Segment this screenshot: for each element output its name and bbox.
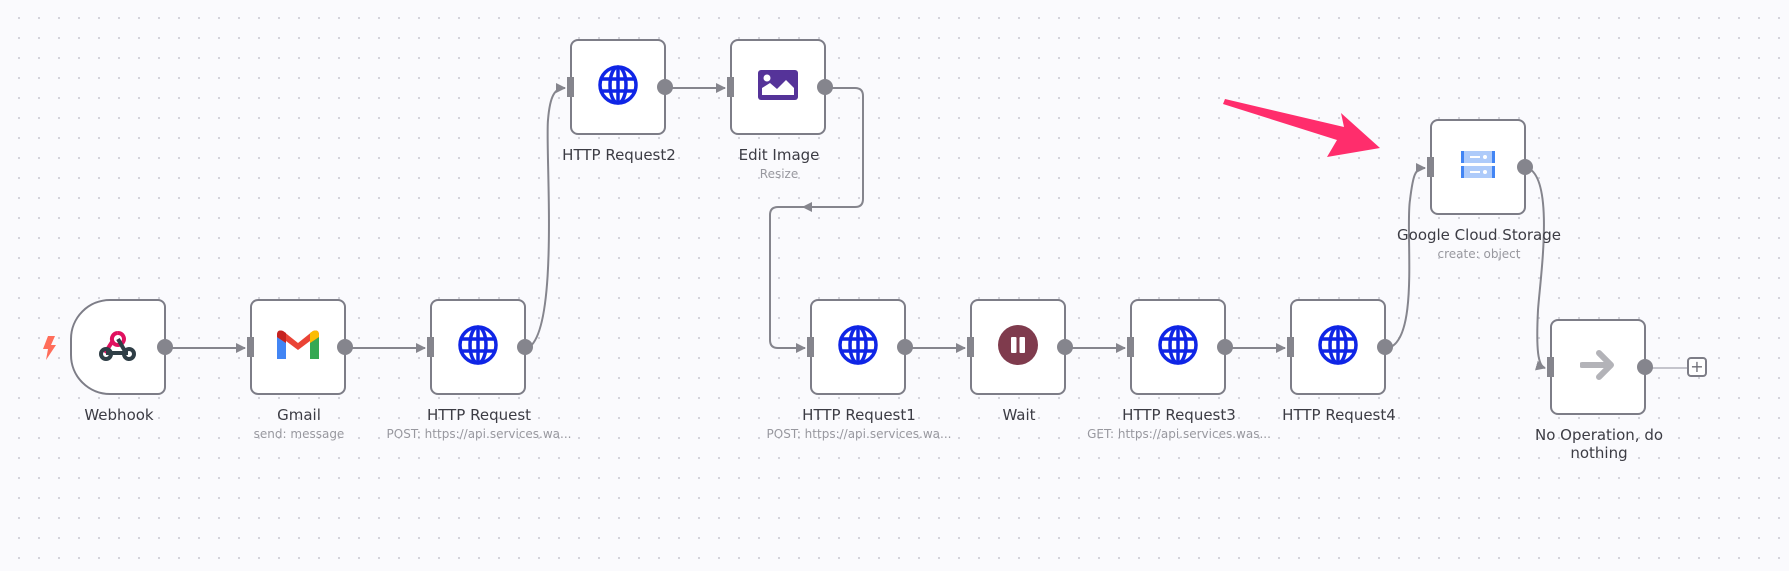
edge-editimage-http1[interactable] — [769, 87, 864, 353]
node-google-cloud-storage[interactable] — [1427, 119, 1533, 215]
node-label: HTTP Request2 — [509, 146, 729, 164]
pause-icon — [998, 325, 1038, 369]
node-subtitle: Resize — [759, 167, 799, 181]
output-handle[interactable] — [817, 79, 833, 95]
edge-direction-marker — [802, 202, 812, 212]
output-handle[interactable] — [1057, 339, 1073, 355]
globe-icon — [837, 324, 879, 370]
cloud-storage-icon — [1461, 151, 1495, 183]
node-http-request1[interactable] — [807, 299, 913, 395]
output-handle[interactable] — [897, 339, 913, 355]
node-title: HTTP Request3 — [1122, 406, 1236, 424]
output-handle[interactable] — [1517, 159, 1533, 175]
output-handle[interactable] — [657, 79, 673, 95]
input-handle[interactable] — [967, 337, 974, 357]
edge-http-http2[interactable] — [527, 83, 566, 349]
input-handle[interactable] — [727, 77, 734, 97]
node-title: No Operation, do nothing — [1534, 426, 1664, 462]
input-handle[interactable] — [1427, 157, 1434, 177]
plus-icon: + — [1690, 357, 1704, 376]
globe-icon — [457, 324, 499, 370]
node-edit-image[interactable] — [727, 39, 833, 135]
input-handle[interactable] — [247, 337, 254, 357]
node-title: HTTP Request — [426, 406, 532, 424]
node-http-request4[interactable] — [1287, 299, 1393, 395]
input-handle[interactable] — [1127, 337, 1134, 357]
node-http-request2[interactable] — [567, 39, 673, 135]
input-handle[interactable] — [427, 337, 434, 357]
output-handle[interactable] — [337, 339, 353, 355]
node-subtitle: create: object — [1437, 247, 1521, 261]
gmail-icon — [277, 329, 319, 365]
node-label: HTTP Request1 POST: https://api.services… — [749, 406, 969, 442]
input-handle[interactable] — [807, 337, 814, 357]
node-subtitle: POST: https://api.services.wa... — [386, 427, 572, 441]
node-http-request3[interactable] — [1127, 299, 1233, 395]
input-handle[interactable] — [1287, 337, 1294, 357]
trigger-bolt-icon — [43, 336, 56, 360]
output-handle[interactable] — [1217, 339, 1233, 355]
globe-icon — [1317, 324, 1359, 370]
node-http-request[interactable] — [427, 299, 533, 395]
node-wait[interactable] — [967, 299, 1073, 395]
node-subtitle: GET: https://api.services.was... — [1087, 427, 1271, 441]
node-title: HTTP Request1 — [802, 406, 916, 424]
node-label: HTTP Request4 — [1229, 406, 1449, 424]
node-title: HTTP Request2 — [562, 146, 676, 164]
input-handle[interactable] — [1547, 357, 1554, 377]
input-handle[interactable] — [567, 77, 574, 97]
node-label: HTTP Request3 GET: https://api.services.… — [1069, 406, 1289, 442]
node-title: Webhook — [84, 406, 154, 424]
node-label: HTTP Request POST: https://api.services.… — [369, 406, 589, 442]
edge-http4-gcs[interactable] — [1387, 163, 1426, 349]
output-handle[interactable] — [517, 339, 533, 355]
globe-icon — [597, 64, 639, 110]
node-title: Google Cloud Storage — [1397, 226, 1561, 244]
annotation-arrow — [1223, 99, 1380, 157]
node-label: Webhook — [9, 406, 229, 424]
output-handle[interactable] — [1637, 359, 1653, 375]
node-title: Edit Image — [738, 146, 820, 164]
node-label: Gmail send: message — [189, 406, 409, 442]
globe-icon — [1157, 324, 1199, 370]
arrow-right-icon — [1579, 349, 1616, 385]
node-label: No Operation, do nothing — [1524, 426, 1674, 462]
node-title: Wait — [1002, 406, 1036, 424]
node-label: Edit Image Resize — [669, 146, 889, 182]
node-webhook[interactable] — [70, 299, 173, 395]
output-handle[interactable] — [157, 339, 173, 355]
add-node-button[interactable]: + — [1687, 357, 1707, 377]
node-no-operation[interactable] — [1547, 319, 1653, 415]
node-gmail[interactable] — [247, 299, 353, 395]
node-title: HTTP Request4 — [1282, 406, 1396, 424]
webhook-icon — [98, 327, 138, 367]
edge-gcs-noop[interactable] — [1527, 167, 1546, 371]
node-subtitle: POST: https://api.services.wa... — [766, 427, 952, 441]
image-icon — [758, 70, 798, 104]
node-label: Wait — [909, 406, 1129, 424]
output-handle[interactable] — [1377, 339, 1393, 355]
node-label: Google Cloud Storage create: object — [1369, 226, 1589, 262]
node-title: Gmail — [277, 406, 321, 424]
